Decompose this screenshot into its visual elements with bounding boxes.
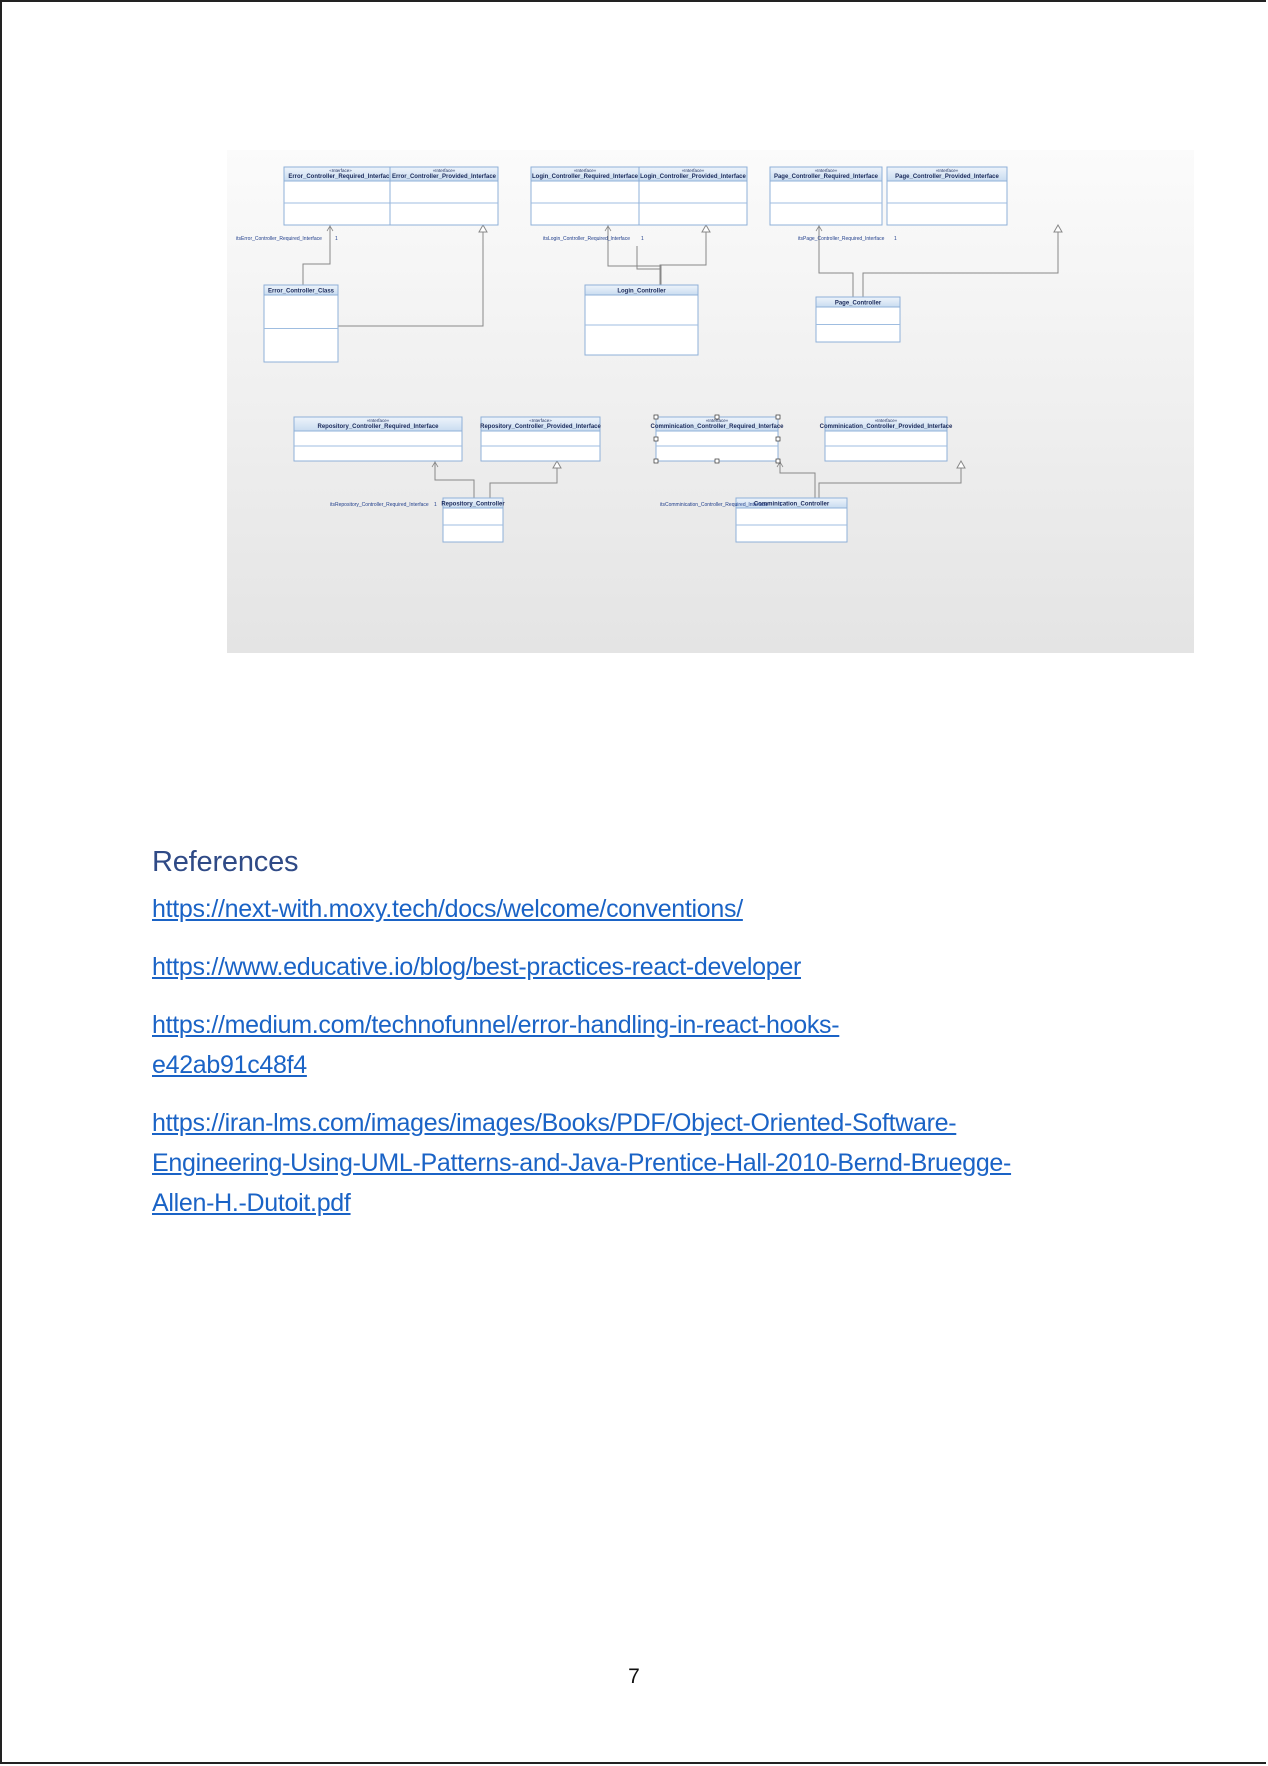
stereotype-label: «Interface» (682, 168, 705, 173)
uml-box-page-req: «Interface»Page_Controller_Required_Inte… (769, 166, 883, 226)
uml-box-page-cls: Page_Controller (815, 296, 901, 343)
class-name: Repository_Controller_Required_Interface (317, 424, 439, 430)
selection-handle[interactable] (653, 436, 659, 442)
class-name: Login_Controller_Required_Interface (532, 174, 639, 180)
connector (302, 225, 331, 285)
stereotype-label: «Interface» (574, 168, 597, 173)
connector (818, 459, 966, 498)
association-arrow (431, 461, 439, 468)
role-label: itsLogin_Controller_Required_Interface (543, 236, 630, 242)
uml-box-login-req: «Interface»Login_Controller_Required_Int… (530, 166, 640, 226)
class-name: Page_Controller_Provided_Interface (895, 174, 999, 180)
reference-link-medium[interactable]: https://medium.com/technofunnel/error-ha… (152, 1011, 840, 1079)
stereotype-label: «Interface» (815, 168, 838, 173)
connector (779, 461, 816, 498)
connector (489, 459, 562, 498)
class-name: Login_Controller (617, 289, 666, 295)
uml-box-comm-cls: Comminication_Controller (735, 497, 848, 543)
role-label: itsPage_Controller_Required_Interface (798, 236, 885, 242)
connector (818, 225, 854, 297)
association-arrow (326, 225, 334, 232)
multiplicity-label: 1 (894, 236, 897, 242)
reference-link-educative[interactable]: https://www.educative.io/blog/best-pract… (152, 953, 801, 981)
association-arrow (815, 225, 823, 232)
stereotype-label: «Interface» (706, 418, 729, 423)
selection-handle[interactable] (775, 458, 781, 464)
uml-box-repo-cls: Repository_Controller (441, 497, 505, 543)
connector (434, 461, 475, 498)
association-arrow (604, 225, 612, 232)
reference-link-conventions[interactable]: https://next-with.moxy.tech/docs/welcome… (152, 895, 743, 923)
uml-class-diagram: «Interface»Error_Controller_Required_Int… (227, 150, 1194, 653)
uml-diagram-canvas: «Interface»Error_Controller_Required_Int… (227, 150, 1194, 653)
selection-handle[interactable] (775, 436, 781, 442)
multiplicity-label: 1 (434, 502, 437, 508)
selection-handle[interactable] (653, 414, 659, 420)
stereotype-label: «Interface» (875, 418, 898, 423)
class-name: Error_Controller_Class (268, 289, 335, 295)
page-number: 7 (628, 1665, 640, 1688)
uml-box-page-prov: «Interface»Page_Controller_Provided_Inte… (886, 166, 1008, 226)
uml-box-err-prov: «Interface»Error_Controller_Provided_Int… (389, 166, 499, 226)
stereotype-label: «Interface» (936, 168, 959, 173)
uml-box-repo-prov: «Interface»Repository_Controller_Provide… (480, 416, 602, 462)
diagram-background (227, 150, 1194, 653)
stereotype-label: «Interface» (329, 168, 352, 173)
selection-handle[interactable] (714, 458, 720, 464)
multiplicity-label: 1 (779, 502, 782, 508)
class-name: Login_Controller_Provided_Interface (640, 174, 746, 180)
class-name: Repository_Controller_Provided_Interface (480, 424, 601, 430)
uml-box-err-cls: Error_Controller_Class (263, 284, 339, 363)
class-name: Comminication_Controller_Required_Interf… (650, 424, 784, 430)
uml-box-comm-req: «Interface»Comminication_Controller_Requ… (650, 416, 784, 462)
selection-handle[interactable] (714, 414, 720, 420)
role-label: itsComminication_Controller_Required_Int… (660, 502, 768, 508)
connector (607, 225, 662, 285)
class-name: Error_Controller_Provided_Interface (392, 174, 497, 180)
connector (862, 223, 1063, 297)
connector (338, 223, 488, 327)
selection-handle[interactable] (653, 458, 659, 464)
stereotype-label: «Interface» (433, 168, 456, 173)
connector (659, 223, 711, 285)
uml-box-login-prov: «Interface»Login_Controller_Provided_Int… (638, 166, 748, 226)
role-label: itsRepository_Controller_Required_Interf… (330, 502, 429, 508)
uml-box-login-cls: Login_Controller (584, 284, 699, 356)
stereotype-label: «Interface» (529, 418, 552, 423)
reference-link-iran-lms[interactable]: https://iran-lms.com/images/images/Books… (152, 1109, 1012, 1217)
class-name: Page_Controller (835, 301, 882, 307)
class-name: Comminication_Controller_Provided_Interf… (820, 424, 953, 430)
multiplicity-label: 1 (641, 236, 644, 242)
references-heading: References (152, 846, 299, 878)
stereotype-label: «Interface» (367, 418, 390, 423)
uml-box-repo-req: «Interface»Repository_Controller_Require… (293, 416, 463, 462)
role-label: itsError_Controller_Required_Interface (236, 236, 322, 242)
multiplicity-label: 1 (335, 236, 338, 242)
uml-box-err-req: «Interface»Error_Controller_Required_Int… (283, 166, 398, 226)
class-name: Repository_Controller (441, 502, 505, 508)
references-section: References https://next-with.moxy.tech/d… (152, 846, 1132, 1241)
selection-handle[interactable] (775, 414, 781, 420)
class-name: Page_Controller_Required_Interface (774, 174, 879, 180)
class-name: Comminication_Controller (754, 502, 830, 508)
class-name: Error_Controller_Required_Interface (288, 174, 393, 180)
uml-box-comm-prov: «Interface»Comminication_Controller_Prov… (820, 416, 953, 462)
